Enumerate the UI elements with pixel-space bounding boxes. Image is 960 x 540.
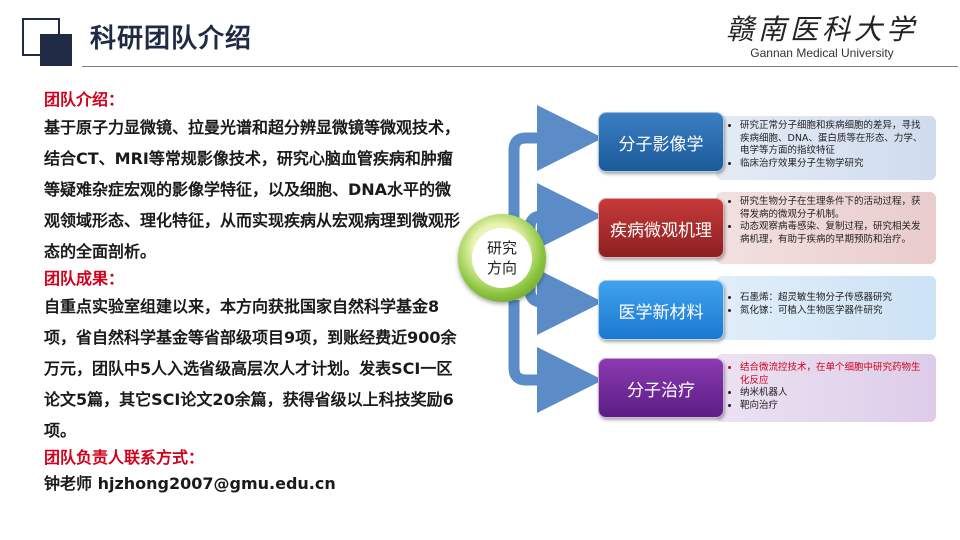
- page-title: 科研团队介绍: [90, 24, 253, 54]
- arrow-to-molecular-therapy: [508, 300, 603, 413]
- university-logo: 赣南医科大学 Gannan Medical University: [725, 13, 918, 61]
- desc-item-highlight: 结合微流控技术，在单个细胞中研究药物生化反应: [740, 362, 928, 387]
- arrow-to-new-materials: [524, 269, 603, 335]
- results-text: 自重点实验室组建以来，本方向获批国家自然科学基金8项，省自然科学基金等省部级项目…: [44, 297, 457, 440]
- direction-new-materials: 医学新材料: [598, 280, 724, 340]
- desc-item: 氮化镓：可植入生物医学器件研究: [740, 305, 928, 318]
- desc-item: 临床治疗效果分子生物学研究: [740, 158, 928, 171]
- desc-item: 研究生物分子在生理条件下的活动过程，获得发病的微观分子机制。: [740, 196, 928, 221]
- hub-label-line1: 研究: [486, 239, 517, 257]
- hub-label: 研究 方向: [472, 228, 532, 288]
- desc-item: 纳米机器人: [740, 387, 928, 400]
- desc-item: 动态观察病毒感染、复制过程，研究相关发病机理，有助于疾病的早期预防和治疗。: [740, 221, 928, 246]
- intro-text: 基于原子力显微镜、拉曼光谱和超分辨显微镜等微观技术，结合CT、MRI等常规影像技…: [44, 118, 461, 261]
- header-divider: [82, 66, 958, 67]
- direction-desc-new-materials: 石墨烯：超灵敏生物分子传感器研究 氮化镓：可植入生物医学器件研究: [716, 276, 936, 340]
- desc-item: 石墨烯：超灵敏生物分子传感器研究: [740, 292, 928, 305]
- contact-text: 钟老师 hjzhong2007@gmu.edu.cn: [44, 474, 336, 493]
- desc-item: 研究正常分子细胞和疾病细胞的差异，寻找疾病细胞、DNA、蛋白质等在形态、力学、电…: [740, 120, 928, 158]
- hub-label-line2: 方向: [486, 259, 517, 277]
- team-info-column: 团队介绍： 基于原子力显微镜、拉曼光谱和超分辨显微镜等微观技术，结合CT、MRI…: [44, 88, 464, 498]
- direction-desc-disease-mechanism: 研究生物分子在生理条件下的活动过程，获得发病的微观分子机制。 动态观察病毒感染、…: [716, 192, 936, 264]
- logo-chinese-name: 赣南医科大学: [725, 13, 918, 46]
- direction-molecular-therapy: 分子治疗: [598, 358, 724, 418]
- intro-heading: 团队介绍：: [44, 90, 125, 109]
- contact-heading: 团队负责人联系方式：: [44, 448, 205, 467]
- arrow-to-molecular-imaging: [508, 105, 603, 218]
- header-decoration-square: [40, 34, 72, 66]
- direction-molecular-imaging: 分子影像学: [598, 112, 724, 172]
- research-direction-hub: 研究 方向: [458, 214, 546, 302]
- desc-item: 靶向治疗: [740, 400, 928, 413]
- direction-desc-molecular-imaging: 研究正常分子细胞和疾病细胞的差异，寻找疾病细胞、DNA、蛋白质等在形态、力学、电…: [716, 116, 936, 180]
- direction-desc-molecular-therapy: 结合微流控技术，在单个细胞中研究药物生化反应 纳米机器人 靶向治疗: [716, 354, 936, 422]
- direction-disease-mechanism: 疾病微观机理: [598, 198, 724, 258]
- logo-english-name: Gannan Medical University: [750, 46, 894, 60]
- results-heading: 团队成果：: [44, 269, 125, 288]
